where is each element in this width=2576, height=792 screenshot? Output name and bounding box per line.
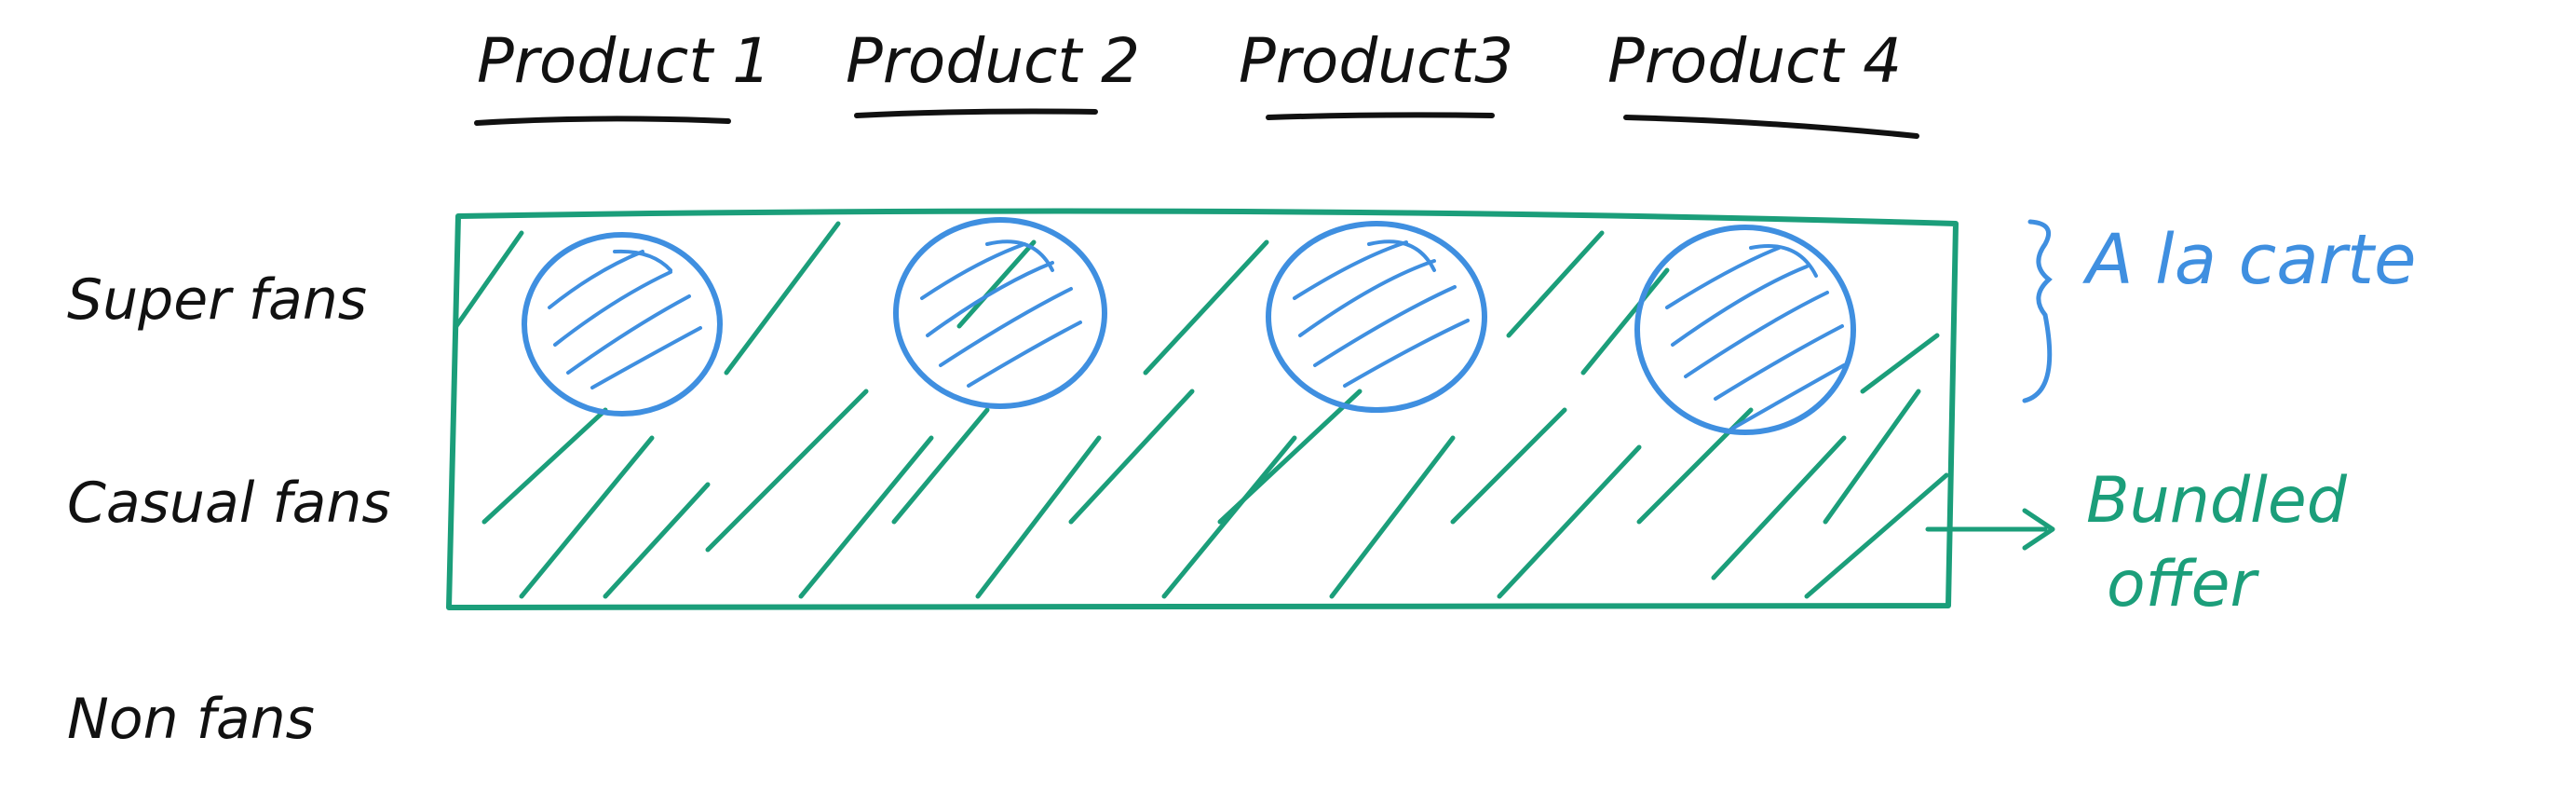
column-underline-product-1	[474, 116, 731, 126]
bundled-offer-label-line1: Bundled	[2086, 464, 2348, 538]
bundled-offer-label-line2: offer	[2107, 548, 2260, 621]
bundle-hatching	[454, 221, 1949, 599]
bundled-offer-arrow	[1925, 508, 2055, 551]
column-label-product-3: Product3	[1239, 25, 1513, 97]
product-1-circle	[522, 232, 723, 416]
bundled-offer-box	[446, 208, 1959, 610]
column-label-product-4: Product 4	[1607, 25, 1902, 97]
a-la-carte-circles	[522, 217, 1856, 435]
product-3-circle	[1266, 221, 1487, 413]
bundle-box-outline	[446, 208, 1959, 610]
row-label-casual-fans: Casual fans	[67, 471, 391, 536]
a-la-carte-annotation: A la carte	[2022, 219, 2417, 403]
row-label-non-fans: Non fans	[67, 687, 315, 752]
a-la-carte-label: A la carte	[2082, 220, 2417, 300]
product-2-circle	[893, 217, 1107, 409]
column-label-product-1: Product 1	[477, 25, 771, 97]
column-headers: Product 1 Product 2 Product3 Product 4	[474, 25, 1919, 139]
column-underline-product-3	[1266, 112, 1495, 120]
column-label-product-2: Product 2	[846, 25, 1140, 97]
column-underline-product-2	[854, 108, 1098, 118]
product-4-circle	[1634, 225, 1856, 435]
row-label-super-fans: Super fans	[67, 267, 367, 333]
column-underline-product-4	[1623, 115, 1919, 139]
row-labels: Super fans Casual fans Non fans	[67, 267, 391, 752]
bundled-offer-annotation: Bundled offer	[1925, 464, 2348, 621]
a-la-carte-brace	[2022, 219, 2053, 403]
